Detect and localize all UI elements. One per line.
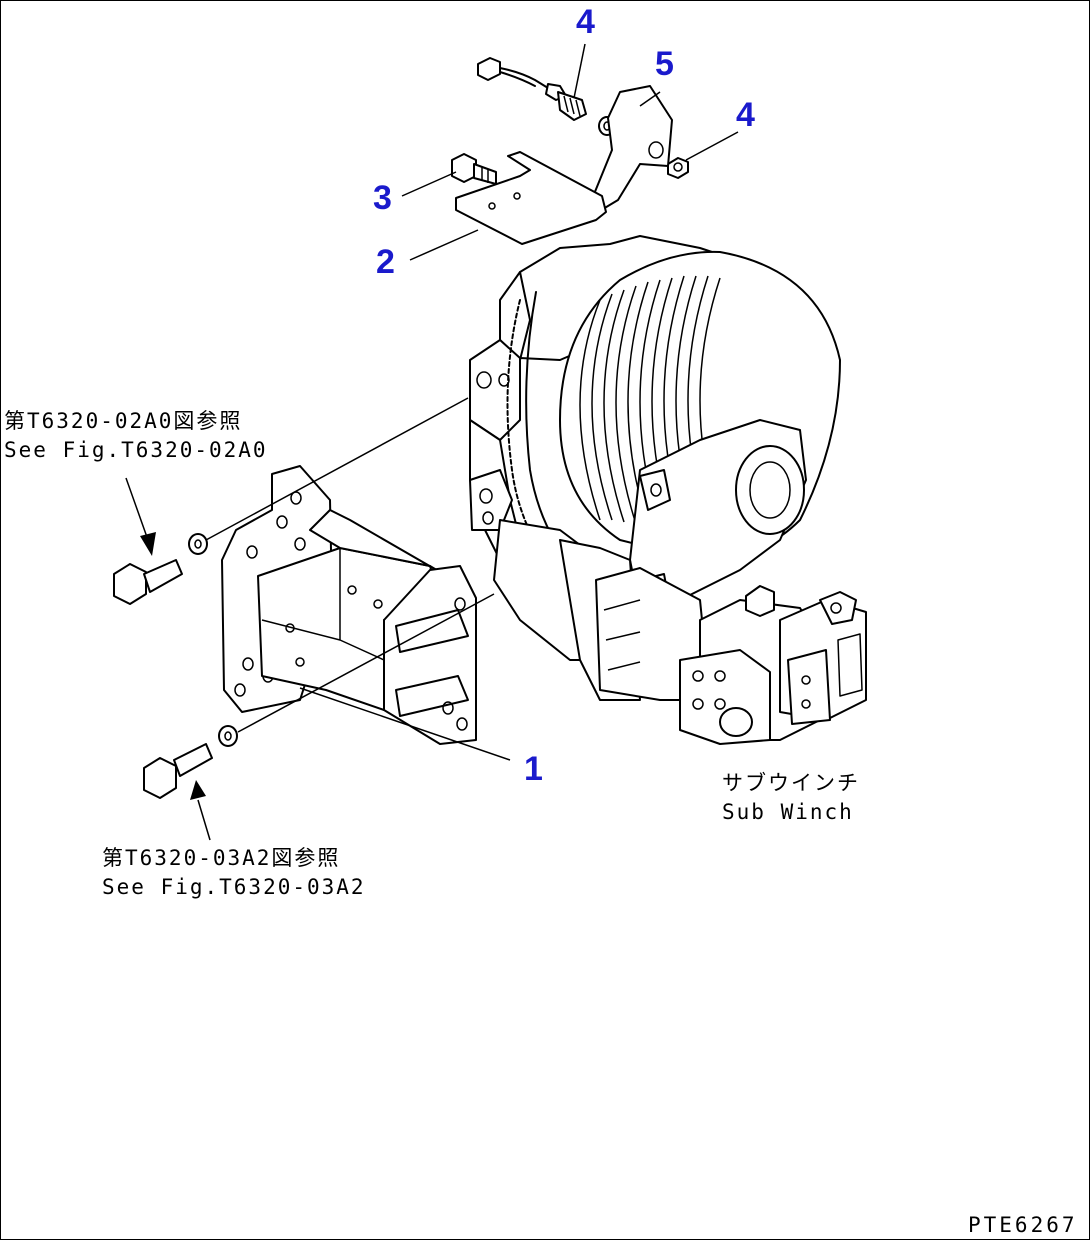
part-5-bracket bbox=[589, 85, 673, 213]
part-3-bolt bbox=[451, 153, 497, 185]
sub-winch-label-jp: サブウインチ bbox=[722, 771, 860, 795]
mounting-bolt-lower bbox=[143, 725, 238, 799]
callout-4-nut: 4 bbox=[736, 96, 755, 134]
part-2-plate bbox=[455, 151, 607, 245]
callout-5: 5 bbox=[655, 45, 674, 83]
ref-note-bottom-jp: 第T6320-03A2図参照 bbox=[102, 846, 340, 870]
sub-winch-assembly bbox=[469, 235, 867, 745]
callout-3: 3 bbox=[373, 179, 392, 217]
assembly-lines bbox=[205, 397, 511, 761]
ref-note-bottom-en: See Fig.T6320-03A2 bbox=[102, 875, 366, 899]
callout-leaders-top bbox=[401, 43, 739, 261]
mounting-bolt-upper bbox=[113, 533, 208, 605]
part-1-mounting-bracket bbox=[221, 465, 477, 745]
ref-note-top-jp: 第T6320-02A0図参照 bbox=[4, 409, 242, 433]
sub-winch-label-en: Sub Winch bbox=[722, 800, 854, 824]
reference-arrow-upper bbox=[125, 477, 156, 556]
callout-4-sensor: 4 bbox=[576, 3, 595, 41]
reference-arrow-lower bbox=[190, 780, 211, 841]
ref-note-top-en: See Fig.T6320-02A0 bbox=[4, 438, 268, 462]
drawing-code: PTE6267 bbox=[968, 1213, 1078, 1237]
part-4-sensor bbox=[477, 57, 587, 121]
callout-1: 1 bbox=[524, 750, 543, 788]
callout-2: 2 bbox=[376, 243, 395, 281]
